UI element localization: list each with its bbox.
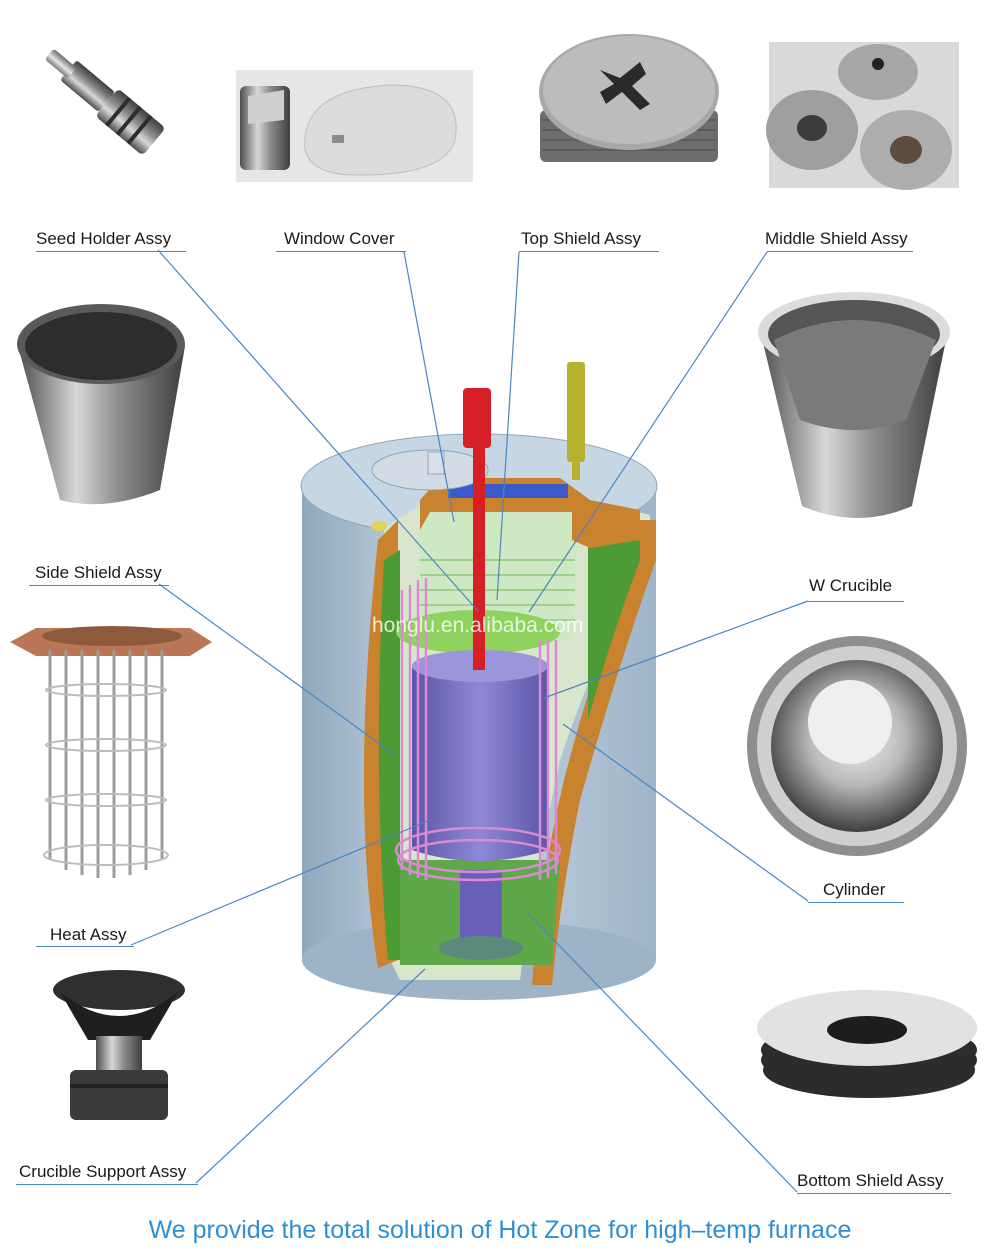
heat-assy-photo — [10, 626, 212, 878]
underline-w-crucible — [808, 601, 904, 602]
bottom-shield-photo — [757, 990, 977, 1098]
side-shield-photo — [17, 304, 185, 505]
underline-window-cover — [276, 251, 406, 252]
leader-lines — [130, 249, 809, 1193]
underline-crucible-support — [16, 1184, 198, 1185]
top-shield-photo — [539, 34, 719, 162]
label-seed-holder-assy: Seed Holder Assy — [36, 229, 172, 248]
label-bottom-shield-assy: Bottom Shield Assy — [797, 1171, 944, 1190]
middle-shield-photo — [766, 42, 959, 190]
underline-seed-holder — [36, 251, 186, 252]
underline-heat-assy — [36, 946, 134, 947]
underline-cylinder — [808, 902, 904, 903]
label-cylinder: Cylinder — [823, 880, 886, 899]
underline-middle-shield — [767, 251, 913, 252]
label-side-shield-assy: Side Shield Assy — [35, 563, 162, 582]
window-cover-photo — [236, 70, 473, 182]
crucible-support-photo — [53, 970, 185, 1120]
cylinder-photo — [747, 636, 967, 856]
label-top-shield-assy: Top Shield Assy — [521, 229, 642, 248]
furnace-cutaway — [300, 362, 658, 1000]
underline-side-shield — [29, 585, 169, 586]
underline-top-shield — [519, 251, 659, 252]
watermark: honglu.en.alibaba.com — [372, 614, 584, 637]
w-crucible-photo — [758, 292, 950, 518]
footer-tagline: We provide the total solution of Hot Zon… — [148, 1216, 852, 1244]
label-w-crucible: W Crucible — [809, 576, 893, 595]
label-window-cover: Window Cover — [284, 229, 395, 248]
label-middle-shield-assy: Middle Shield Assy — [765, 229, 908, 248]
underline-bottom-shield — [797, 1193, 951, 1194]
label-heat-assy: Heat Assy — [50, 925, 127, 944]
seed-holder-photo — [45, 49, 164, 154]
label-crucible-support-assy: Crucible Support Assy — [19, 1162, 187, 1181]
